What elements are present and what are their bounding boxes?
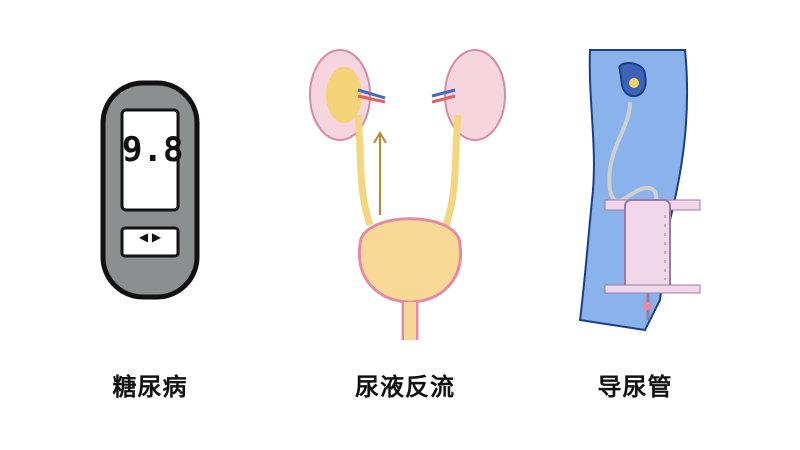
reflux-arrow <box>373 131 387 215</box>
right-ureter <box>442 114 462 227</box>
caption-urine-reflux: 尿液反流 <box>355 373 455 401</box>
meter-arrow-buttons: ◀ ▶ <box>138 230 162 244</box>
right-kidney <box>431 49 506 141</box>
left-ureter <box>354 114 374 227</box>
catheter-leg-illustration <box>578 49 701 332</box>
glucose-meter-illustration <box>100 80 200 300</box>
meter-reading: 9.8 <box>122 130 184 170</box>
caption-catheter: 导尿管 <box>597 373 673 401</box>
urinary-system-illustration <box>309 49 506 340</box>
left-kidney <box>309 49 386 141</box>
caption-diabetes: 糖尿病 <box>112 373 188 401</box>
bladder <box>357 217 463 340</box>
urine-bag <box>624 199 671 320</box>
